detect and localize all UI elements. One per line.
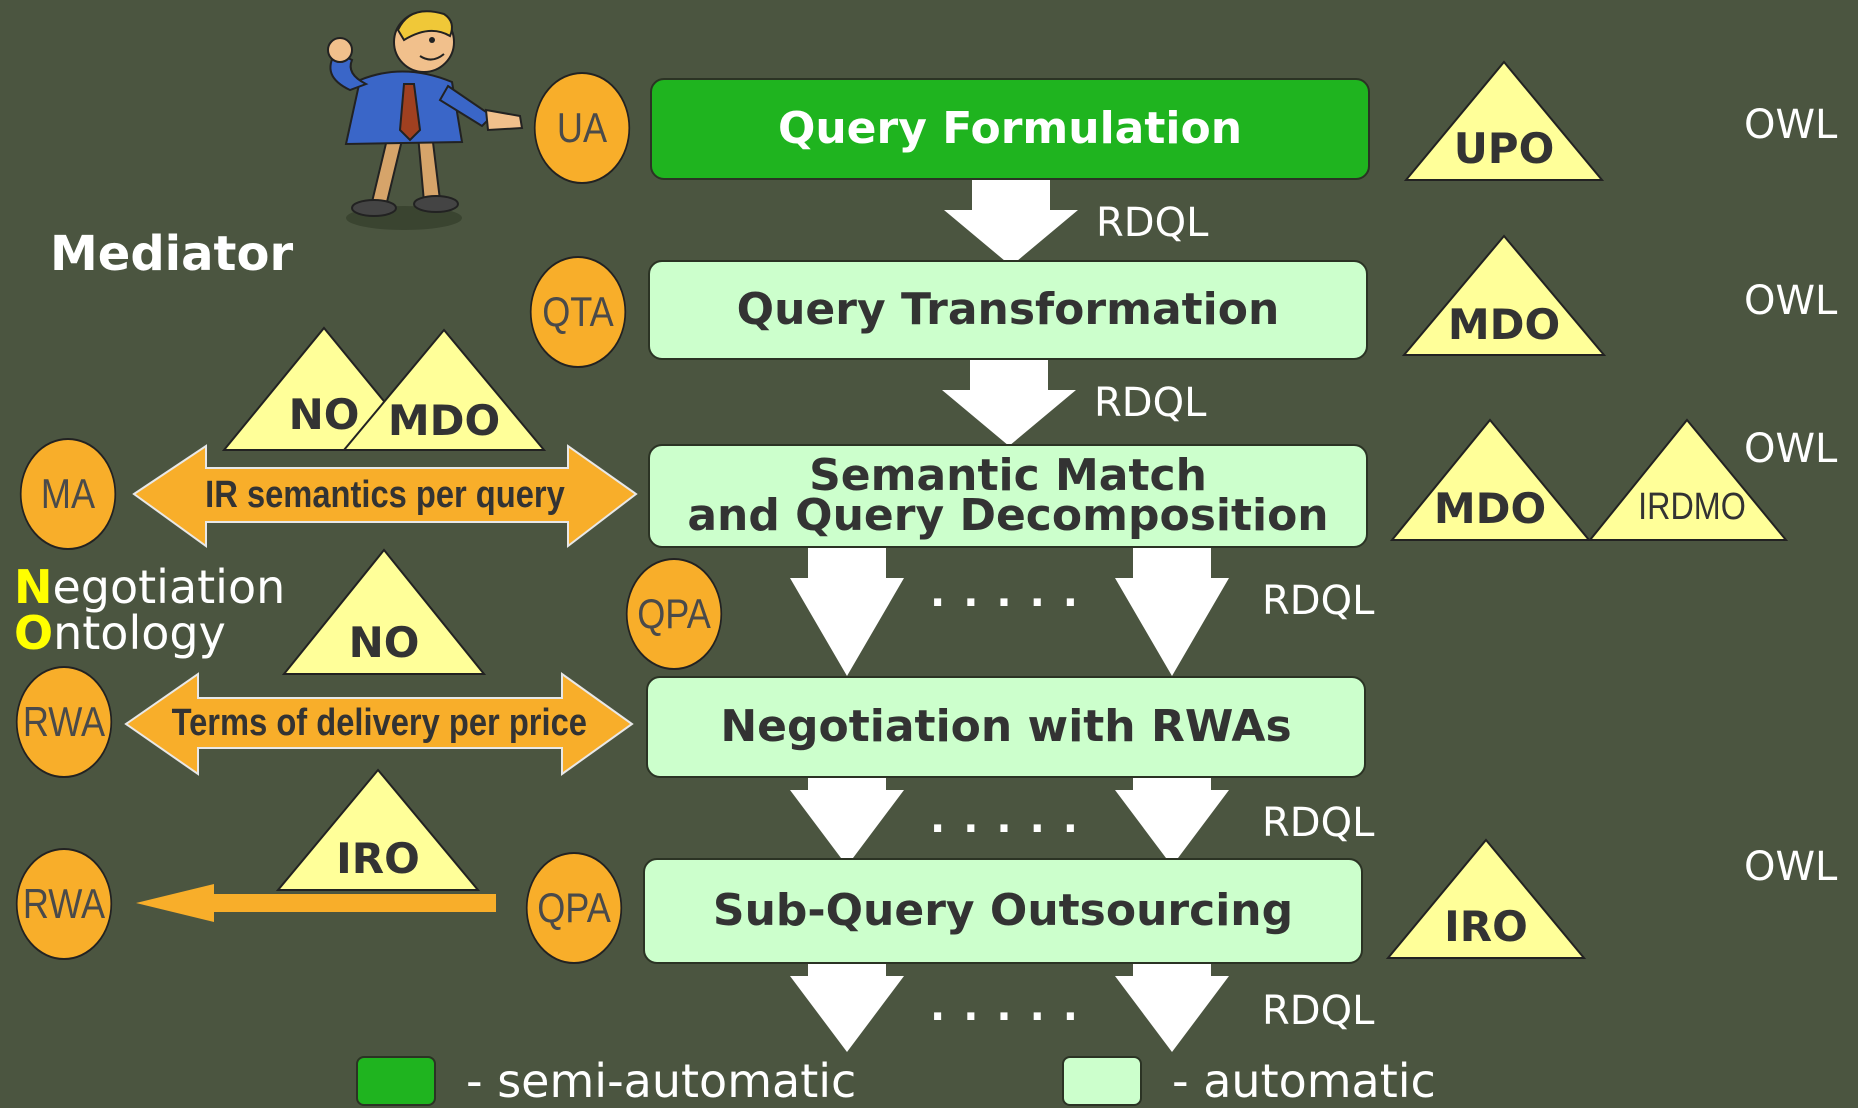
ontology-label-mdo-2: MDO — [1433, 484, 1547, 533]
agent-rwa-2[interactable]: RWA — [15, 848, 113, 960]
flow-arrow-5a — [790, 964, 904, 1052]
agent-qpa-1[interactable]: QPA — [625, 558, 723, 670]
agent-qta[interactable]: QTA — [529, 256, 627, 368]
step-negotiation[interactable]: Negotiation with RWAs — [646, 676, 1366, 778]
ontology-triangle-no-2 — [281, 548, 487, 675]
ontology-triangle-iro-left — [275, 768, 481, 891]
format-owl-1: OWL — [1744, 102, 1838, 148]
parallel-dots-3: ..... — [930, 984, 1096, 1030]
format-rdql-1: RDQL — [1096, 200, 1209, 246]
format-rdql-2: RDQL — [1094, 380, 1207, 426]
legend-label-auto: - automatic — [1172, 1054, 1436, 1108]
terms-delivery-label: Terms of delivery per price — [171, 702, 587, 744]
step-label: Query Formulation — [777, 103, 1243, 154]
outsource-arrow-shaft — [214, 894, 496, 912]
user-figure-icon — [327, 10, 524, 230]
legend-label-semi: - semi-automatic — [466, 1054, 857, 1108]
ontology-label-no-2: NO — [348, 618, 420, 667]
step-label-line-1: Semantic Match — [809, 450, 1207, 501]
agent-rwa-1[interactable]: RWA — [15, 666, 113, 778]
step-semantic-match[interactable]: Semantic Match and Query Decomposition — [648, 444, 1368, 548]
ontology-label-upo: UPO — [1453, 124, 1555, 173]
step-label-line-2: and Query Decomposition — [687, 490, 1329, 541]
step-label: Query Transformation — [736, 284, 1280, 335]
agent-ma[interactable]: MA — [19, 438, 117, 550]
format-owl-2: OWL — [1744, 278, 1838, 324]
ontology-triangle-upo — [1403, 60, 1605, 181]
flow-arrow-4a — [790, 778, 904, 866]
flow-arrow-5b — [1115, 964, 1229, 1052]
ir-semantics-label: IR semantics per query — [205, 474, 565, 516]
flow-arrow-2 — [942, 358, 1076, 446]
ontology-label-mdo-1: MDO — [1447, 300, 1561, 349]
ontology-label-iro-right: IRO — [1444, 902, 1528, 951]
ontology-triangle-mdo-1 — [1401, 234, 1607, 356]
step-label: Negotiation with RWAs — [720, 701, 1292, 752]
ontology-triangle-irdmo — [1587, 418, 1789, 541]
legend-swatch-auto — [1062, 1056, 1142, 1106]
format-owl-4: OWL — [1744, 844, 1838, 890]
step-query-formulation[interactable]: Query Formulation — [650, 78, 1370, 180]
flow-arrow-1 — [944, 178, 1078, 266]
double-arrow-terms-delivery — [124, 672, 634, 776]
double-arrow-ir-semantics — [132, 444, 638, 549]
agent-ua[interactable]: UA — [533, 72, 631, 184]
format-owl-3: OWL — [1744, 426, 1838, 472]
step-sub-query-outsourcing[interactable]: Sub-Query Outsourcing — [643, 858, 1363, 964]
agent-qpa-2[interactable]: QPA — [525, 852, 623, 964]
legend-swatch-semi — [356, 1056, 436, 1106]
format-rdql-5: RDQL — [1262, 988, 1375, 1034]
parallel-dots-2: ..... — [930, 796, 1096, 842]
flow-arrow-3b — [1115, 546, 1229, 676]
ontology-legend: Negotiation Ontology — [14, 564, 285, 656]
ontology-label-no-1: NO — [288, 390, 360, 439]
flow-arrow-3a — [790, 546, 904, 676]
ontology-triangle-mdo-left — [341, 328, 547, 451]
step-query-transformation[interactable]: Query Transformation — [648, 260, 1368, 360]
mediator-title: Mediator — [50, 226, 294, 282]
outsource-arrow-head — [136, 884, 214, 922]
parallel-dots-1: ..... — [930, 570, 1096, 616]
ontology-label-irdmo: IRDMO — [1638, 486, 1746, 528]
ontology-triangle-mdo-2 — [1389, 418, 1592, 541]
flow-arrow-4b — [1115, 778, 1229, 866]
ontology-label-iro-left: IRO — [336, 834, 420, 883]
ontology-legend-line-2: Ontology — [14, 606, 226, 660]
format-rdql-4: RDQL — [1262, 800, 1375, 846]
step-label: Sub-Query Outsourcing — [712, 885, 1294, 936]
format-rdql-3: RDQL — [1262, 578, 1375, 624]
ontology-triangle-iro-right — [1385, 838, 1587, 959]
ontology-legend-line-1: Negotiation — [14, 560, 286, 614]
ontology-label-mdo-left: MDO — [387, 396, 501, 445]
